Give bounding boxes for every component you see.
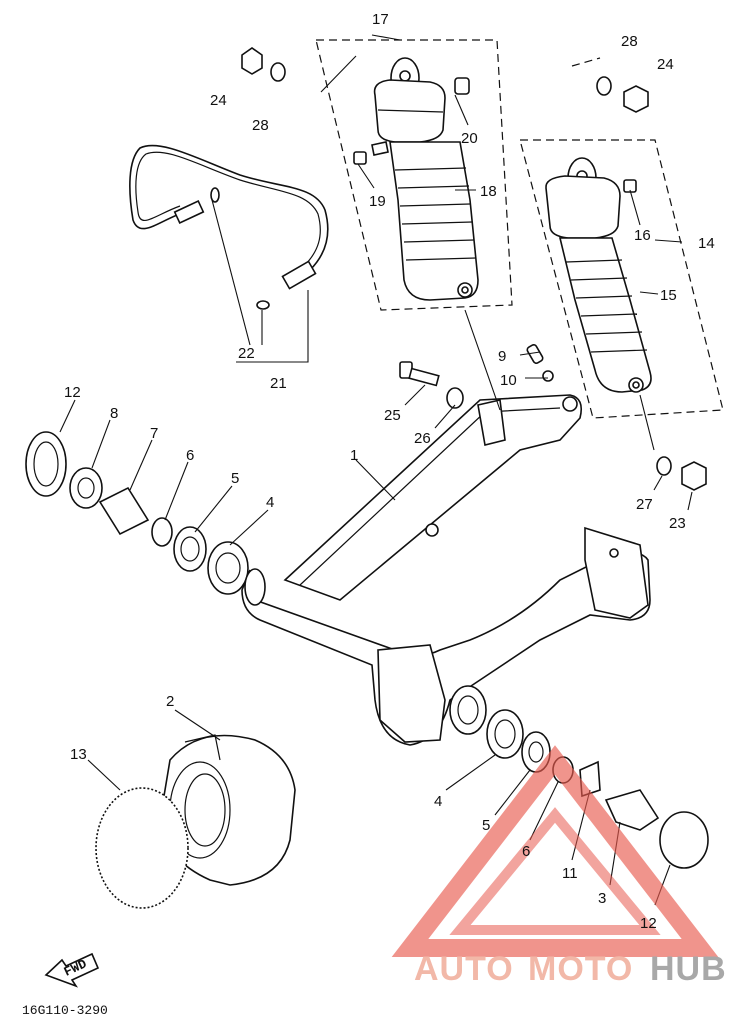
- brake-hose: [129, 144, 329, 346]
- callout-3: 3: [598, 890, 606, 907]
- callout-22: 22: [238, 345, 255, 362]
- fasteners: [241, 47, 707, 491]
- pivot-parts-left: [25, 431, 249, 595]
- callout-11: 11: [562, 865, 578, 882]
- fwd-arrow: FWD: [44, 952, 100, 988]
- callout-19: 19: [369, 193, 386, 210]
- callout-5-bottom: 5: [482, 817, 490, 834]
- watermark-triangle: [391, 745, 719, 957]
- callout-9: 9: [498, 348, 506, 365]
- callout-28-left: 28: [252, 117, 269, 134]
- callout-26: 26: [414, 430, 431, 447]
- callout-1: 1: [350, 447, 358, 464]
- callout-12-top: 12: [64, 384, 81, 401]
- o-ring-13: [95, 787, 189, 909]
- callout-8: 8: [110, 405, 118, 422]
- callout-7: 7: [150, 425, 158, 442]
- group-box-28-24: [571, 57, 601, 67]
- callout-5-top: 5: [231, 470, 239, 487]
- diagram-code: 16G110-3290: [22, 1003, 108, 1018]
- callout-18: 18: [480, 183, 497, 200]
- callout-16: 16: [634, 227, 651, 244]
- watermark-hub: HUB: [650, 950, 727, 988]
- callout-10: 10: [500, 372, 517, 389]
- callout-28-right: 28: [621, 33, 638, 50]
- automotohub-watermark: AUTO MOTO HUB: [391, 745, 727, 988]
- callout-23: 23: [669, 515, 686, 532]
- callout-17: 17: [372, 11, 389, 28]
- watermark-moto: MOTO: [528, 950, 633, 988]
- callout-27: 27: [636, 496, 653, 513]
- callout-2: 2: [166, 693, 174, 710]
- callout-12-bottom: 12: [640, 915, 657, 932]
- group-box-17: [315, 39, 513, 311]
- callout-21: 21: [270, 375, 287, 392]
- callout-24-right: 24: [657, 56, 674, 73]
- callout-4-bottom: 4: [434, 793, 442, 810]
- rear-shock-absorber-15: [545, 157, 652, 393]
- callout-20: 20: [461, 130, 478, 147]
- callout-13: 13: [70, 746, 87, 763]
- callout-6-bottom: 6: [522, 843, 530, 860]
- rear-shock-absorber-18: [353, 57, 479, 301]
- pivot-parts-right: [486, 709, 709, 869]
- callout-15: 15: [660, 287, 677, 304]
- callout-14: 14: [698, 235, 715, 252]
- callout-24-left: 24: [210, 92, 227, 109]
- watermark-auto: AUTO: [414, 950, 514, 988]
- callout-6-top: 6: [186, 447, 194, 464]
- leader-lines: [59, 34, 693, 906]
- callout-4-top: 4: [266, 494, 274, 511]
- swingarm: [241, 394, 651, 746]
- callout-25: 25: [384, 407, 401, 424]
- group-box-14: [519, 139, 724, 419]
